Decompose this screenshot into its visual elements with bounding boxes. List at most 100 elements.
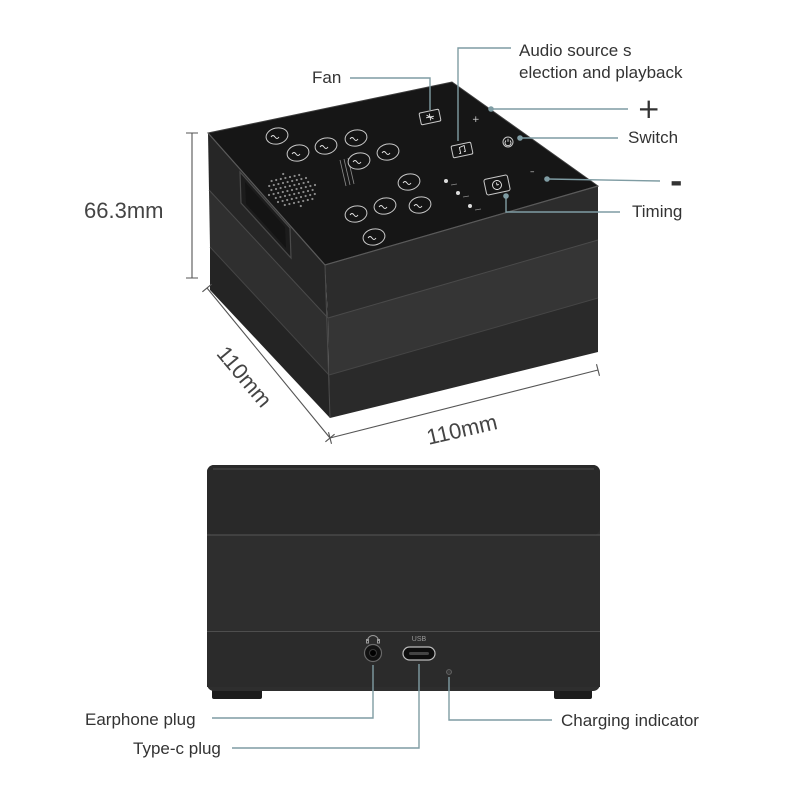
minus-label: - [670,165,682,200]
speaker-grille-dot [283,203,286,207]
led-indicators [444,179,482,211]
charging-indicator-label: Charging indicator [561,711,699,730]
speaker-grille-dot [288,202,291,206]
minus-callout-dot [544,176,550,182]
device-base-band [207,632,600,687]
speaker-grille-dot [288,184,291,188]
speaker-grille-dot [292,201,296,205]
led-indicator [468,204,472,208]
sound-button [397,173,421,191]
speaker-grille-dot [279,195,282,199]
top-callouts: Fan Audio source s election and playback… [312,41,683,221]
timing-callout-dot [503,193,509,199]
speaker-grille-dot [299,204,302,208]
earphone-callout-line [212,665,374,719]
left-face-middle-band [209,190,329,375]
fan-label: Fan [312,68,341,87]
left-face-seam-upper [208,189,329,319]
left-face-seam-lower [209,246,330,376]
device-lid-band [207,465,600,535]
audio-source-button [450,141,474,159]
earphone-jack-hole [369,649,377,657]
speaker-grille-dot [277,182,280,186]
audio-source-callout-line [457,47,511,141]
device-vertical-edge [324,264,331,419]
speaker-grille-dot [286,189,289,193]
led-printed-text [450,183,482,211]
speaker-grille-dot [274,196,277,200]
speaker-grille-dot [288,175,292,179]
switch-button [502,136,514,148]
type-c-port-tongue [409,652,429,655]
speaker-grille-dot [293,183,296,187]
speaker-grille-dot [272,183,275,187]
speaker-grille-dot [311,197,314,201]
minus-callout-line [546,178,661,182]
speaker-grille-dot [295,187,298,191]
speaker-grille-dot [272,192,275,196]
sound-button-group [265,127,432,246]
front-face-seam-lower [328,297,599,376]
speaker-grille-dot [302,199,305,203]
sound-button [347,152,371,170]
speaker-grille-dot [306,189,310,193]
speaker-grille-dot [284,185,287,189]
audio-source-label-line2: election and playback [519,63,683,82]
speaker-grille-dot [277,191,280,195]
power-icon [504,138,512,147]
speaker-grille-dot [297,191,300,195]
left-face-bottom-band [210,247,330,418]
speaker-grille-dot [267,193,271,197]
speaker-grille-dot [291,179,294,183]
height-dimension-line [186,132,198,279]
speaker-grille-dot [279,186,282,190]
speaker-grille-dot [275,178,278,182]
speaker-grille-dot [281,181,285,185]
sound-button [408,196,432,214]
side-vent-inner [245,182,286,248]
speaker-grille-dot [276,200,280,204]
speaker-grille-dot [288,193,291,197]
front-face-bottom-band [329,298,598,418]
speaker-grille-dot [313,183,317,187]
speaker-grille-dot [279,177,282,181]
sound-button [286,144,310,162]
charging-indicator-led [446,669,452,675]
width-dimension-line [327,364,601,444]
music-note-icon [458,144,466,155]
speaker-grille-dot [309,184,312,188]
front-face-seam-upper [327,239,599,319]
charging-callout-line [448,677,552,721]
speaker-grille-dot [306,198,309,202]
speaker-grille-dot [311,188,314,192]
timing-button [483,174,511,196]
speaker-grille-dot [293,192,296,196]
speaker-grille-dot [297,200,300,204]
timing-label: Timing [632,202,682,221]
speaker-grille-dot [274,187,278,191]
speaker-grille-dot [307,180,310,184]
sound-button [373,197,397,215]
speaker-grille-dot [313,192,316,196]
fan-button [418,108,442,126]
sound-button [265,127,289,145]
speaker-grille-dot [281,199,284,203]
switch-callout-dot [517,135,523,141]
speaker-grille-dot [286,198,289,202]
speaker-grille-dot [290,188,294,192]
usb-port-label: USB [412,636,427,643]
speaker-grille-dot [268,184,271,188]
speaker-grille-dot [304,194,307,198]
sound-button [344,205,368,223]
speaker-grille-dot [300,186,303,190]
headphone-icon [366,635,380,644]
speaker-grille-dot [300,177,303,181]
panel-minus-mark: – [530,167,535,177]
audio-source-label-line1: Audio source s [519,41,631,60]
speaker-grille-dot [302,181,305,185]
sound-button [314,137,338,155]
led-indicator [444,179,448,183]
depth-dimension-label: 110mm [212,341,277,412]
speaker-grille-dot [281,190,284,194]
